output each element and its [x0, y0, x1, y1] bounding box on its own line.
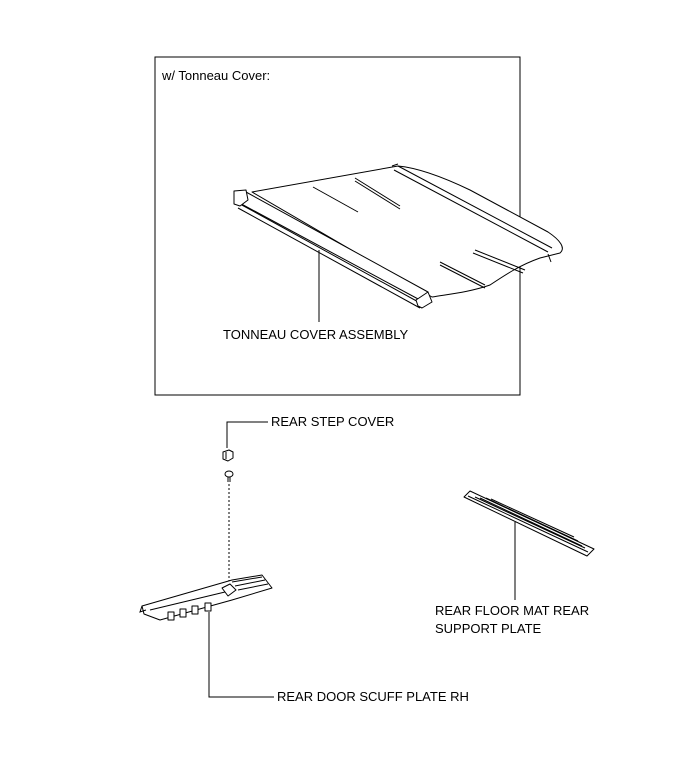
rear-door-scuff-plate-label: REAR DOOR SCUFF PLATE RH [277, 689, 469, 704]
tonneau-cover-assembly-label: TONNEAU COVER ASSEMBLY [223, 327, 409, 342]
rear-floor-mat-support-plate-illustration [463, 490, 595, 557]
tonneau-cover-illustration [233, 163, 563, 309]
rear-step-cover-illustration [222, 449, 234, 462]
scuff-plate-leader-line [208, 612, 274, 698]
rear-door-scuff-plate-illustration [139, 574, 273, 621]
rear-floor-mat-support-label-line1: REAR FLOOR MAT REAR [435, 603, 589, 618]
clip-illustration [224, 470, 234, 482]
rear-floor-mat-support-label-line2: SUPPORT PLATE [435, 621, 542, 636]
rear-step-cover-leader-line [226, 421, 268, 448]
inset-heading: w/ Tonneau Cover: [161, 68, 270, 83]
rear-step-cover-label: REAR STEP COVER [271, 414, 394, 429]
